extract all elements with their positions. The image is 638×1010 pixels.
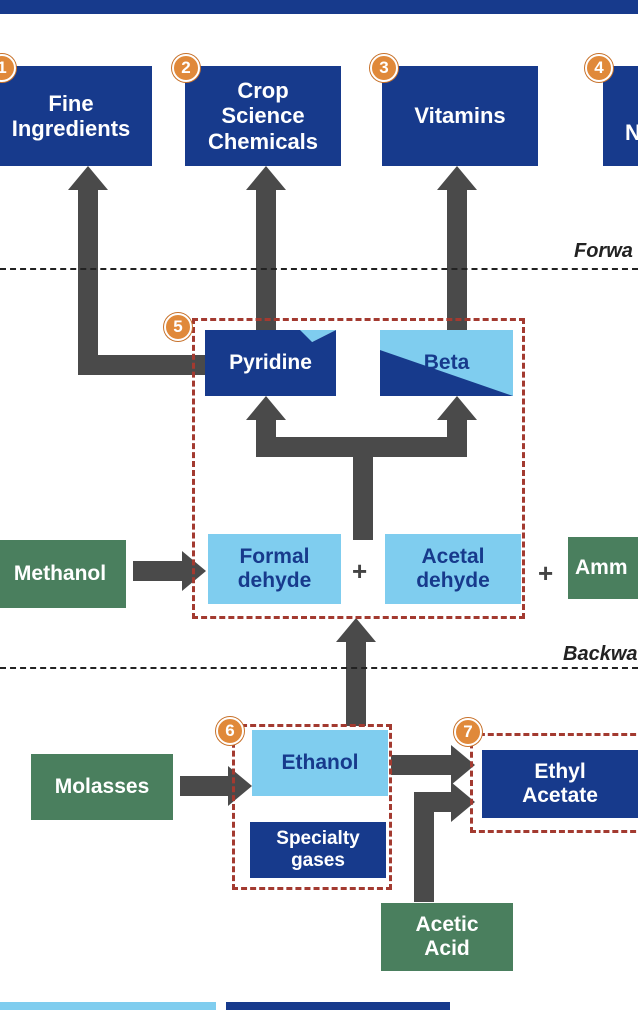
badge-2: 2 [172, 54, 200, 82]
molasses-label: Molasses [54, 774, 150, 798]
beta-box: Beta [380, 330, 513, 396]
arrow-head-ethyl1 [451, 745, 475, 785]
bottom-bar-dark [226, 1002, 450, 1010]
ethyl-acetate-label: Ethyl Acetate [522, 759, 598, 807]
arrow-fork-right [447, 418, 467, 457]
arrow-head-acetal [336, 618, 376, 642]
header-bar [0, 0, 638, 14]
arrow-ethanol-up [346, 642, 366, 726]
acetic-acid-label: Acetic Acid [415, 912, 479, 960]
arrow-acetic-v [414, 792, 434, 902]
molasses-box: Molasses [31, 754, 173, 820]
specialty-gases-box: Specialty gases [250, 822, 386, 878]
arrow-ethanol-ethyl [391, 755, 453, 775]
acetaldehyde-box: Acetal dehyde [385, 534, 521, 604]
badge-6: 6 [216, 717, 244, 745]
pyridine-fill [205, 330, 336, 396]
ammonia-label: Amm [575, 555, 628, 579]
badge-7: 7 [454, 718, 482, 746]
arrow-pyridine-crop [256, 190, 276, 330]
badge-4: 4 [585, 54, 613, 82]
acetaldehyde-label: Acetal dehyde [416, 544, 490, 592]
fine-ingredients-label: Fine Ingredients [11, 90, 131, 141]
arrow-head-vitamins [437, 166, 477, 190]
arrow-fork-bar [256, 437, 467, 457]
formaldehyde-label: Formal dehyde [237, 544, 312, 592]
forward-separator [0, 268, 638, 270]
beta-label: Beta [423, 350, 470, 374]
group-box-7 [470, 733, 638, 833]
arrow-fork-left [256, 418, 276, 457]
ethanol-box: Ethanol [252, 730, 388, 796]
arrow-acetic-h [414, 792, 454, 812]
crop-science-label: Crop Science Chemicals [207, 78, 319, 154]
arrow-molasses [180, 776, 230, 796]
backward-label: Backwa [563, 643, 638, 665]
formaldehyde-box: Formal dehyde [208, 534, 341, 604]
ammonia-box: Amm [568, 537, 638, 599]
plus-sign-2: + [538, 558, 554, 588]
group-box-6 [232, 724, 392, 890]
arrow-head-pyridine [246, 396, 286, 420]
node4-label: N [625, 120, 638, 146]
arrow-head-beta [437, 396, 477, 420]
arrow-head-crop [246, 166, 286, 190]
arrow-pyridine-fine-v [78, 190, 98, 375]
node4-box: N [603, 66, 638, 166]
methanol-label: Methanol [13, 561, 107, 585]
arrow-fork-stem [353, 440, 373, 540]
forward-label: Forwa [574, 240, 633, 262]
beta-fill [380, 330, 513, 396]
arrow-head-ethyl2 [451, 782, 475, 822]
specialty-gases-label: Specialty gases [276, 828, 360, 871]
plus-sign-1: + [352, 556, 368, 586]
backward-separator [0, 667, 638, 669]
vitamins-box: Vitamins [382, 66, 538, 166]
arrow-pyridine-fine-h2 [78, 355, 208, 375]
acetic-acid-box: Acetic Acid [381, 903, 513, 971]
vitamins-label: Vitamins [414, 103, 506, 129]
pyridine-box: Pyridine [205, 330, 336, 396]
crop-science-box: Crop Science Chemicals [185, 66, 341, 166]
arrow-methanol [133, 561, 185, 581]
group-box-5 [192, 318, 525, 619]
badge-3: 3 [370, 54, 398, 82]
pyridine-label: Pyridine [229, 350, 312, 374]
arrow-beta-vitamins [447, 190, 467, 330]
ethanol-label: Ethanol [281, 750, 359, 774]
ethyl-acetate-box: Ethyl Acetate [482, 750, 638, 818]
methanol-box: Methanol [0, 540, 126, 608]
arrow-head-fine [68, 166, 108, 190]
bottom-bar-light [0, 1002, 216, 1010]
fine-ingredients-box: Fine Ingredients [0, 66, 152, 166]
badge-5: 5 [164, 313, 192, 341]
